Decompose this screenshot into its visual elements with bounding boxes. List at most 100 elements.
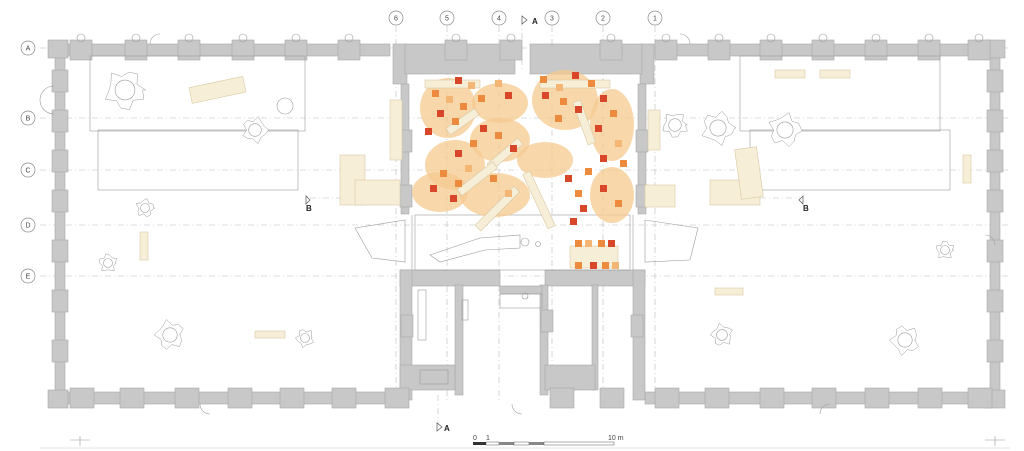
seat — [575, 106, 582, 113]
seat — [585, 240, 592, 247]
seat — [600, 185, 607, 192]
pilaster — [707, 39, 731, 61]
row-marker-a: A — [20, 40, 36, 56]
seat — [495, 132, 502, 139]
section-marker-b-left: B — [305, 195, 312, 213]
seat — [542, 92, 549, 99]
tree-canopy — [701, 110, 737, 146]
svg-text:3: 3 — [550, 16, 554, 23]
column-base — [714, 33, 724, 43]
pilaster — [654, 39, 678, 61]
pilaster — [174, 387, 200, 409]
seat — [598, 240, 605, 247]
tree-canopy — [135, 198, 156, 218]
seat — [572, 72, 579, 79]
seat — [570, 218, 577, 225]
row-marker-c: C — [20, 162, 36, 178]
column-base — [766, 33, 776, 43]
svg-text:2: 2 — [601, 16, 605, 23]
seat — [575, 262, 582, 269]
pilaster — [444, 39, 468, 61]
column-marker-4: 4 — [491, 10, 507, 26]
pilaster — [384, 387, 410, 409]
column-base — [871, 33, 881, 43]
seat — [450, 195, 457, 202]
north-mark-left — [70, 436, 90, 446]
column-base — [451, 33, 461, 43]
pilaster — [399, 184, 413, 208]
svg-text:1: 1 — [486, 435, 490, 442]
seat — [585, 168, 592, 175]
pilaster — [177, 39, 201, 61]
seat — [615, 200, 622, 207]
svg-text:B: B — [26, 116, 31, 123]
tree-canopy — [99, 253, 118, 272]
tree-canopy — [768, 112, 804, 147]
svg-text:B: B — [306, 204, 312, 213]
pilaster — [227, 387, 253, 409]
section-marker-a-top: A — [521, 15, 538, 26]
tree-canopy-inner — [300, 333, 310, 343]
seat — [555, 115, 562, 122]
seat — [437, 110, 444, 117]
pilaster — [630, 314, 644, 338]
column-base — [76, 33, 86, 43]
pilaster — [51, 189, 69, 213]
column-base — [924, 33, 934, 43]
pilaster — [599, 39, 623, 61]
tree-canopy — [153, 319, 184, 350]
tree-canopy — [710, 322, 733, 346]
seats — [425, 72, 627, 269]
tree-canopy-inner — [114, 79, 136, 101]
pilaster — [51, 239, 69, 263]
tree-canopy-inner — [668, 118, 682, 132]
pilaster — [279, 387, 305, 409]
svg-text:E: E — [26, 274, 31, 281]
svg-text:5: 5 — [445, 16, 449, 23]
column-marker-5: 5 — [439, 10, 455, 26]
tree-canopy-inner — [140, 203, 150, 213]
pilaster — [284, 39, 308, 61]
seat — [490, 175, 497, 182]
seat — [615, 140, 622, 147]
column-marker-6: 6 — [388, 10, 404, 26]
seat — [602, 262, 609, 269]
column-base — [131, 33, 141, 43]
section-marker-b-right: B — [798, 195, 809, 213]
pilaster — [811, 39, 835, 61]
seat — [600, 155, 607, 162]
tree-canopy-inner — [897, 332, 913, 348]
svg-text:A: A — [532, 17, 538, 26]
svg-text:B: B — [803, 204, 809, 213]
furniture — [139, 69, 972, 339]
tree-canopy-inner — [162, 327, 178, 343]
seat — [590, 262, 597, 269]
column-base — [606, 33, 616, 43]
seat — [425, 128, 432, 135]
pilaster — [51, 109, 69, 133]
tree-canopy-inner — [709, 119, 727, 137]
activity-zones — [412, 70, 634, 223]
seat — [480, 125, 487, 132]
svg-text:4: 4 — [497, 16, 501, 23]
section-arrow-icon — [305, 195, 311, 205]
pilaster — [759, 39, 783, 61]
column-base — [238, 33, 248, 43]
column-base — [506, 33, 516, 43]
tree-canopy — [105, 71, 147, 110]
seat — [595, 125, 602, 132]
pilaster — [51, 289, 69, 313]
pilaster — [635, 129, 649, 153]
seat — [575, 190, 582, 197]
column-marker-1: 1 — [647, 10, 663, 26]
seat — [588, 80, 595, 87]
pilasters — [51, 33, 1004, 409]
column-marker-2: 2 — [595, 10, 611, 26]
pilaster — [986, 69, 1004, 93]
pilaster — [986, 339, 1004, 363]
seat — [432, 90, 439, 97]
column-base — [974, 33, 984, 43]
seat — [446, 96, 453, 103]
pilaster — [917, 387, 943, 409]
